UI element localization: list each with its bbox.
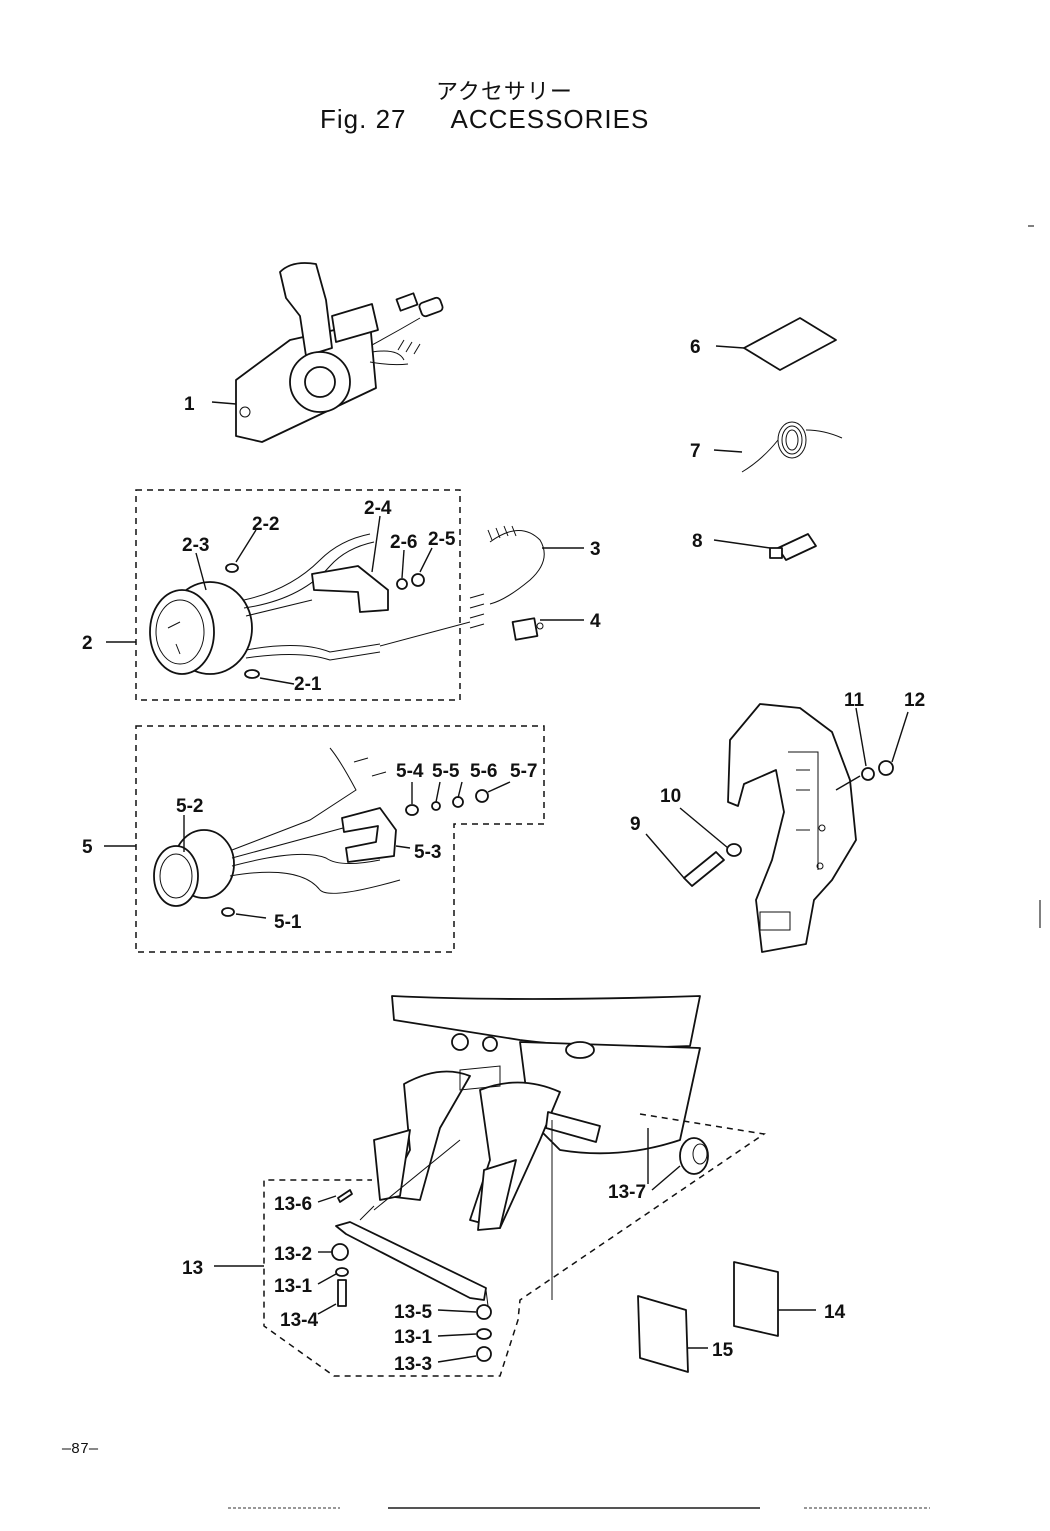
callout-3: 3 xyxy=(590,539,601,560)
spacer-13-2 xyxy=(331,1243,349,1261)
callout-12: 12 xyxy=(904,690,925,711)
callout-labels: 1 2 2-1 2-2 2-3 2-4 2-5 2-6 3 4 5 5-1 5-… xyxy=(82,337,925,1375)
nut-12 xyxy=(878,760,894,776)
label-plate-14 xyxy=(733,1261,779,1337)
clamp-bracket xyxy=(727,703,857,953)
callout-2-5: 2-5 xyxy=(428,529,456,550)
callout-13-1-right: 13-1 xyxy=(394,1327,432,1348)
spacer-13-5 xyxy=(476,1304,492,1320)
bracket-5-3 xyxy=(341,807,397,863)
assembly-5-boundary xyxy=(135,725,545,953)
figure-number: Fig. 27 xyxy=(320,104,407,134)
fitting-8 xyxy=(769,533,817,561)
pin-13-6 xyxy=(337,1189,353,1203)
callout-5-1: 5-1 xyxy=(274,912,302,933)
washer-5-5 xyxy=(431,801,441,811)
tachometer xyxy=(149,533,471,675)
nut-13-3 xyxy=(476,1346,492,1362)
callout-5-7: 5-7 xyxy=(510,761,537,782)
callout-5-3: 5-3 xyxy=(414,842,441,863)
cable-7 xyxy=(741,421,843,473)
callout-6: 6 xyxy=(690,337,701,358)
callout-5-5: 5-5 xyxy=(432,761,460,782)
bolt-13-4 xyxy=(337,1279,347,1307)
washer-13-1-left xyxy=(335,1267,349,1277)
figure-title: Fig. 27 ACCESSORIES xyxy=(320,104,649,135)
leader-lines xyxy=(104,345,909,1363)
callout-5-6: 5-6 xyxy=(470,761,497,782)
page-footer-rules xyxy=(228,225,1041,1509)
bolt-9 xyxy=(683,851,725,887)
callout-13-3: 13-3 xyxy=(394,1354,432,1375)
callout-2: 2 xyxy=(82,633,93,654)
washer-5-4 xyxy=(405,804,419,816)
callout-2-6: 2-6 xyxy=(390,532,417,553)
wire-harness-3 xyxy=(469,525,545,629)
page-number: —87— xyxy=(62,1441,99,1458)
callout-10: 10 xyxy=(660,786,681,807)
callout-8: 8 xyxy=(692,531,703,552)
callout-13-1-left: 13-1 xyxy=(274,1276,312,1297)
assembly-2-boundary xyxy=(135,489,461,701)
assembly-13-boundary xyxy=(263,1113,766,1377)
bracket-2-4 xyxy=(311,565,389,613)
washer-2-6 xyxy=(396,578,408,590)
nut-5-7 xyxy=(475,789,489,803)
callout-7: 7 xyxy=(690,441,701,462)
callout-2-1: 2-1 xyxy=(294,674,322,695)
remote-control-box xyxy=(235,262,444,443)
knob-13-7 xyxy=(679,1137,709,1175)
callout-14: 14 xyxy=(824,1302,846,1323)
callout-2-4: 2-4 xyxy=(364,498,392,519)
fuse-holder-4 xyxy=(511,617,544,641)
callout-13-7: 13-7 xyxy=(608,1182,646,1203)
trim-meter xyxy=(153,747,401,907)
callout-5-4: 5-4 xyxy=(396,761,424,782)
bulb-2-2 xyxy=(225,563,239,573)
callout-2-3: 2-3 xyxy=(182,535,209,556)
washer-13-1-right xyxy=(476,1328,492,1340)
washer-5-6 xyxy=(452,796,464,808)
callout-1: 1 xyxy=(184,394,195,415)
label-plate-15 xyxy=(637,1295,689,1373)
callout-11: 11 xyxy=(844,690,865,711)
callout-13-4: 13-4 xyxy=(280,1310,318,1331)
callout-13-2: 13-2 xyxy=(274,1244,312,1265)
callout-4: 4 xyxy=(590,611,601,632)
bulb-2-1 xyxy=(244,669,260,679)
callout-13: 13 xyxy=(182,1258,203,1279)
nut-2-5 xyxy=(411,573,425,587)
callout-2-2: 2-2 xyxy=(252,514,279,535)
washer-11 xyxy=(861,767,875,781)
engine-bracket-assembly xyxy=(373,995,701,1231)
figure-title-text: ACCESSORIES xyxy=(450,104,650,134)
linkage-rod xyxy=(335,1139,489,1307)
callout-9: 9 xyxy=(630,814,641,835)
callout-15: 15 xyxy=(712,1340,734,1361)
callout-13-6: 13-6 xyxy=(274,1194,312,1215)
title-japanese: アクセサリー xyxy=(436,80,573,105)
callout-5: 5 xyxy=(82,837,93,858)
washer-10 xyxy=(726,843,742,857)
callout-5-2: 5-2 xyxy=(176,796,203,817)
bulb-5-1 xyxy=(221,907,235,917)
callout-13-5: 13-5 xyxy=(394,1302,432,1323)
pad-6 xyxy=(743,317,837,371)
